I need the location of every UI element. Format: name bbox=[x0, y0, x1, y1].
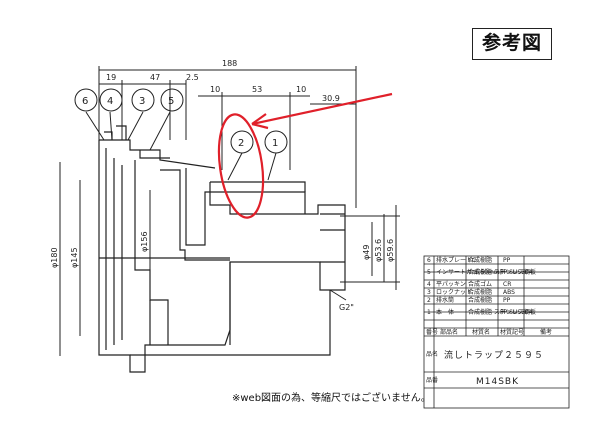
product-name: 流しトラップ２５９５ bbox=[444, 349, 544, 361]
part-row-no: 4 bbox=[427, 281, 431, 288]
dim-dia49: φ49 bbox=[362, 245, 371, 260]
table-header-name: 部品名 bbox=[440, 328, 458, 336]
dim-2-5: 2.5 bbox=[186, 73, 199, 82]
dim-overall: 188 bbox=[222, 59, 237, 68]
part-row-no: 5 bbox=[427, 269, 431, 276]
part-row-code: PP bbox=[503, 297, 511, 304]
callout-6-balloon bbox=[74, 88, 98, 112]
part-row-code: PP bbox=[503, 257, 511, 264]
title-label: 品名 bbox=[426, 350, 438, 358]
part-row-name: ロックナット bbox=[436, 289, 472, 296]
dim-53: 53 bbox=[252, 85, 262, 94]
table-header-no: 番号 bbox=[426, 329, 438, 336]
callout-4: 4 bbox=[107, 96, 113, 107]
part-row-material: 合成樹脂 ステンレス鋼板 bbox=[468, 308, 536, 316]
callout-6: 6 bbox=[82, 96, 88, 107]
part-row-name: 平パッキン bbox=[436, 281, 466, 288]
part-row-code: CR bbox=[503, 281, 511, 288]
dim-thread-g2: G2" bbox=[339, 303, 354, 312]
callout-2: 2 bbox=[238, 138, 244, 149]
dim-dia156: φ156 bbox=[140, 231, 149, 252]
dim-10-b: 10 bbox=[296, 85, 306, 94]
part-row-name: 本 体 bbox=[436, 308, 454, 316]
highlight-ellipse bbox=[217, 113, 265, 219]
highlight-annotation bbox=[217, 92, 393, 219]
part-row-no: 1 bbox=[427, 309, 431, 316]
reference-label: 参考図 bbox=[472, 28, 552, 60]
highlight-arrow-head bbox=[251, 113, 269, 130]
part-row-material: 合成樹脂 bbox=[468, 256, 492, 264]
table-header-code: 材質記号 bbox=[500, 328, 524, 336]
part-row-material: 合成樹脂 bbox=[468, 296, 492, 304]
part-row-name: インサートカゴ(50mm) bbox=[436, 268, 502, 276]
callout-4-balloon bbox=[99, 88, 123, 112]
part-row-code: ABS bbox=[503, 289, 515, 296]
dim-30-9: 30.9 bbox=[322, 94, 340, 103]
dim-19: 19 bbox=[106, 73, 116, 82]
callout-3: 3 bbox=[139, 96, 145, 107]
callout-3-balloon bbox=[131, 88, 155, 112]
callout-1-balloon bbox=[264, 130, 288, 154]
parts-table-grid bbox=[423, 255, 570, 409]
product-code: M14SBK bbox=[476, 377, 519, 387]
dim-47: 47 bbox=[150, 73, 160, 82]
part-row-material: 合成樹脂 bbox=[468, 288, 492, 296]
part-row-no: 6 bbox=[427, 257, 431, 264]
part-row-material: 合成樹脂 ステンレス鋼板 bbox=[468, 268, 536, 276]
code-label: 品番 bbox=[426, 377, 438, 384]
dim-dia145: φ145 bbox=[70, 247, 79, 268]
part-row-no: 3 bbox=[427, 289, 431, 296]
part-row-code: PP SUS304 bbox=[500, 269, 533, 276]
part-row-name: 排水筒 bbox=[436, 296, 454, 304]
trap-body-outline bbox=[98, 125, 346, 373]
callout-5: 5 bbox=[168, 96, 174, 107]
parts-table: 6 排水プレートC 合成樹脂 PP 5 インサートカゴ(50mm) 合成樹脂 ス… bbox=[426, 256, 552, 387]
table-header-material: 材質名 bbox=[472, 328, 490, 336]
dim-10-a: 10 bbox=[210, 85, 220, 94]
callout-5-balloon bbox=[160, 88, 184, 112]
callout-2-balloon bbox=[230, 130, 254, 154]
table-header-remark: 備考 bbox=[540, 328, 552, 336]
dim-dia53-6: φ53.6 bbox=[374, 239, 383, 262]
part-row-code: PP SUS304 bbox=[500, 309, 533, 316]
dim-dia180: φ180 bbox=[50, 247, 59, 268]
highlight-arrow-shaft bbox=[251, 92, 393, 126]
part-row-material: 合成ゴム bbox=[468, 280, 492, 288]
part-row-name: 排水プレートC bbox=[436, 256, 476, 264]
part-row-no: 2 bbox=[427, 297, 431, 304]
disclaimer-note: ※web図面の為、等縮尺ではございません。 bbox=[232, 393, 431, 404]
dim-dia59-6: φ59.6 bbox=[386, 239, 395, 262]
callout-1: 1 bbox=[272, 138, 278, 149]
